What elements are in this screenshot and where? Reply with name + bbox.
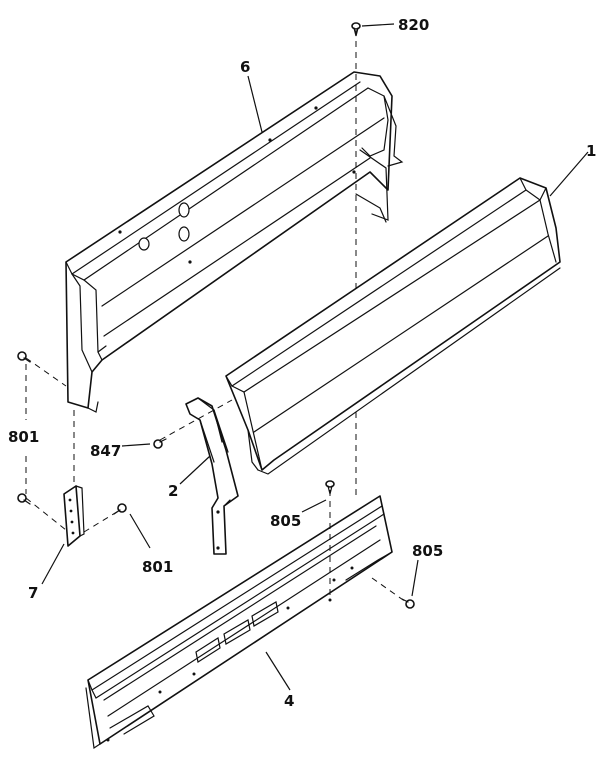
callout-805-right: 805 <box>412 542 443 560</box>
callout-820: 820 <box>398 16 429 34</box>
callout-847: 847 <box>90 442 121 460</box>
callout-801-bottom: 801 <box>142 558 173 576</box>
hinge-bracket-7 <box>63 485 85 547</box>
leader-lines <box>41 23 589 691</box>
callout-6: 6 <box>240 58 250 76</box>
screw-icon <box>351 22 361 37</box>
callout-801-left: 801 <box>8 428 39 446</box>
screw-icon <box>153 438 167 449</box>
callout-805-mid: 805 <box>270 512 301 530</box>
screw-icon <box>113 503 127 515</box>
screw-icon <box>17 493 31 505</box>
backguard-panel-6 <box>65 71 404 413</box>
callout-7: 7 <box>28 584 38 602</box>
control-panel-4 <box>85 495 393 750</box>
screw-icon <box>401 598 415 609</box>
screw-icon <box>17 351 31 363</box>
screw-icon <box>325 480 335 495</box>
callout-labels: 820 6 1 801 847 2 805 805 801 7 4 <box>8 16 596 710</box>
screws <box>17 22 415 609</box>
top-trim-1 <box>225 177 561 475</box>
callout-4: 4 <box>284 692 294 710</box>
end-bracket-2 <box>185 397 239 555</box>
callout-1: 1 <box>586 142 596 160</box>
callout-2: 2 <box>168 482 178 500</box>
